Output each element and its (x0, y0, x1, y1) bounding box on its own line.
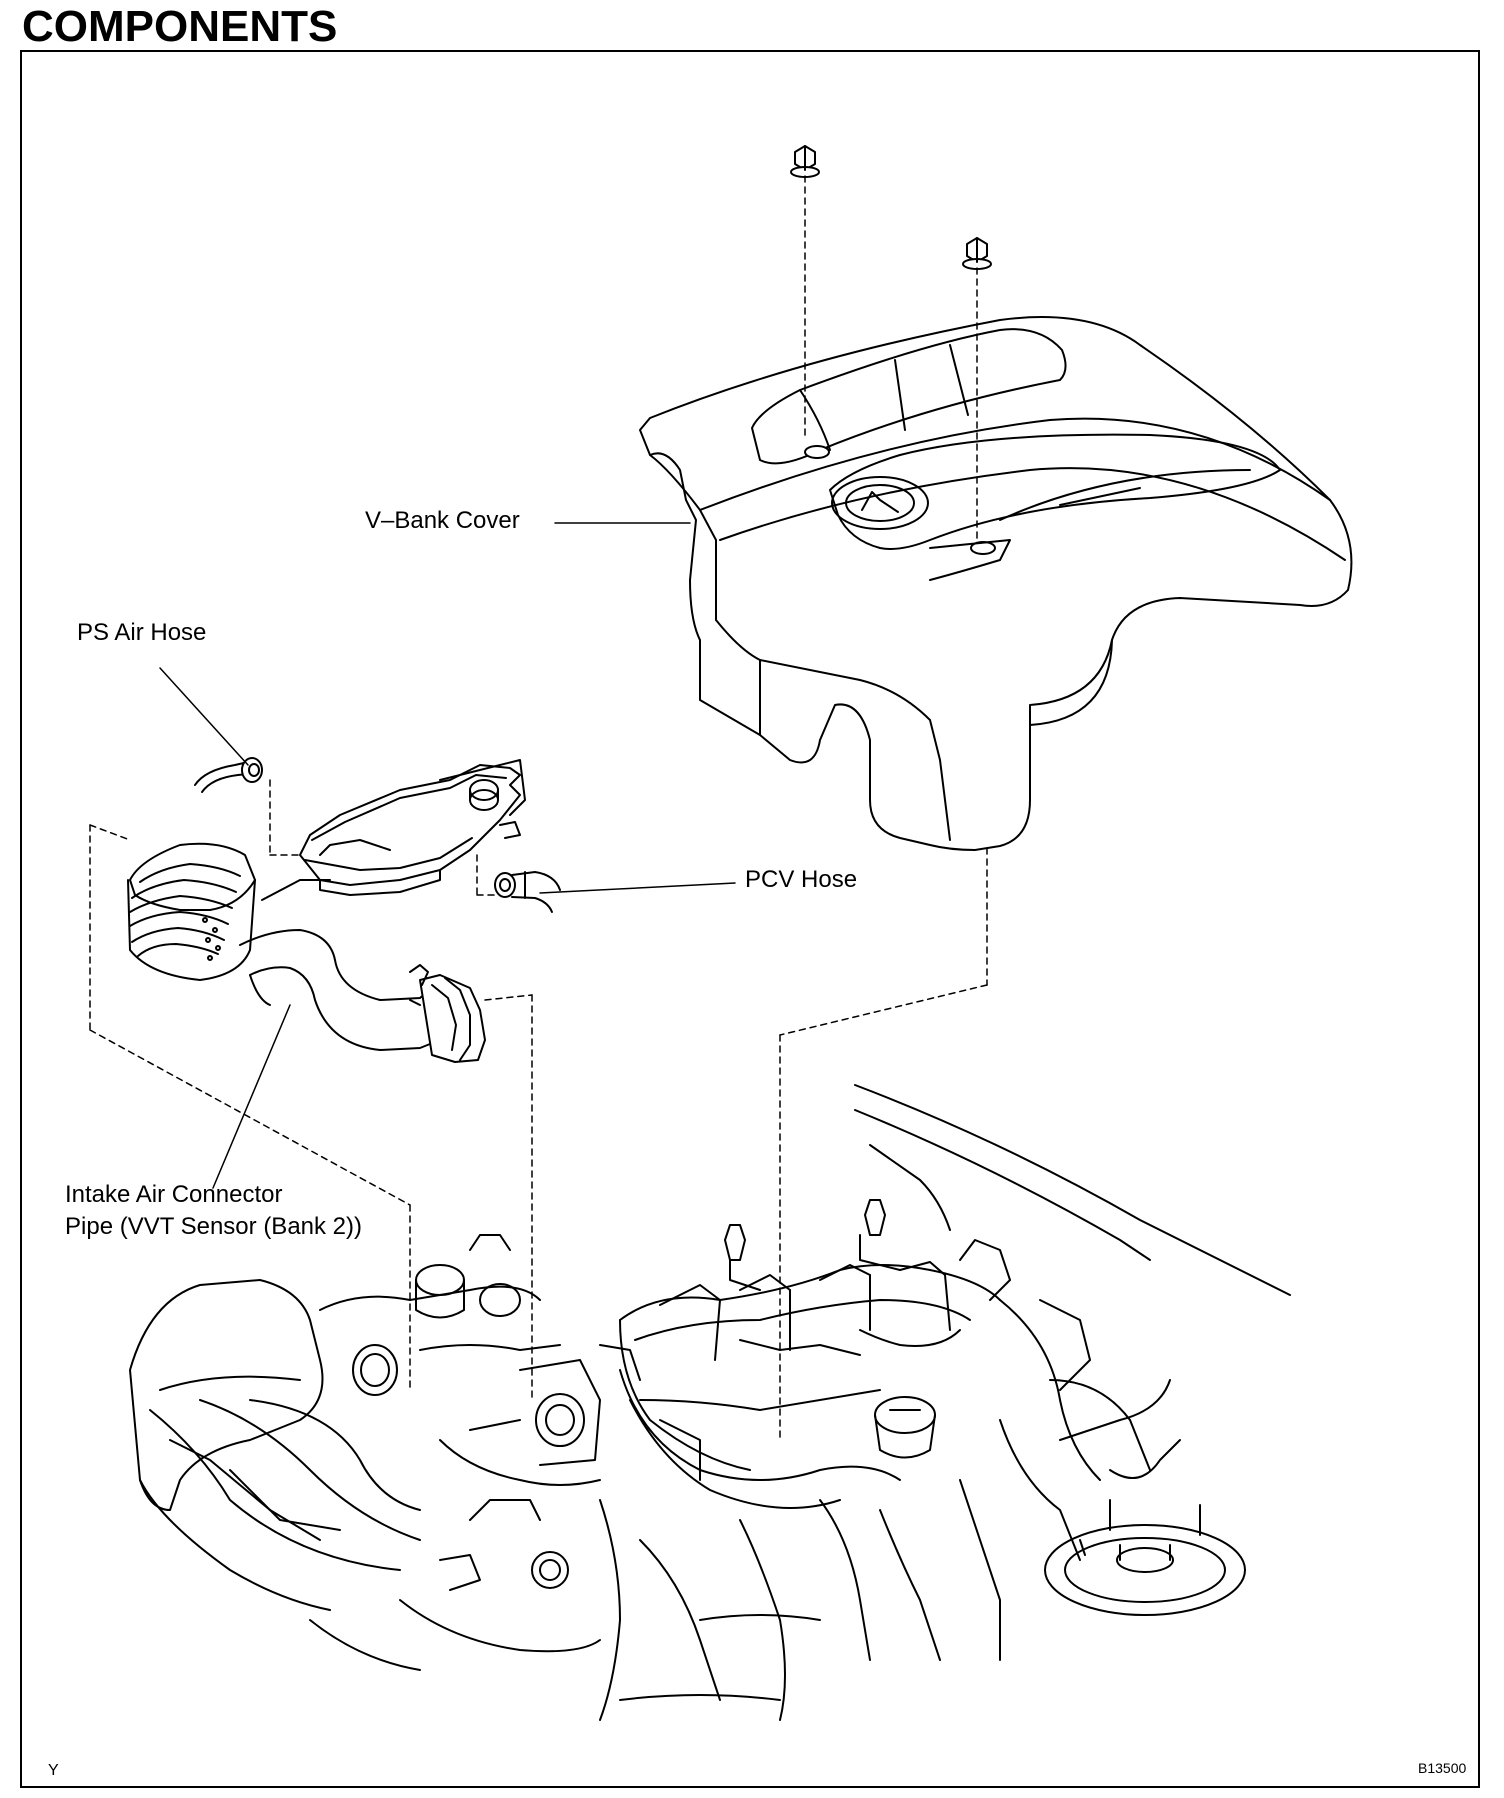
intake-air-connector-label-line2: Pipe (VVT Sensor (Bank 2)) (65, 1213, 363, 1240)
engine-bay (129, 1199, 1246, 1721)
alignment-lines (89, 175, 988, 1441)
bolt-right (962, 237, 992, 270)
leader-lines (159, 522, 736, 1189)
pcv-hose-label: PCV Hose (745, 866, 858, 893)
figure-code: B13500 (1418, 1760, 1467, 1776)
intake-air-connector-label-line1: Intake Air Connector (65, 1181, 283, 1208)
v-bank-cover-label: V–Bank Cover (365, 507, 520, 534)
bolt-left (790, 145, 820, 178)
ps-air-hose-label: PS Air Hose (77, 619, 207, 646)
hood-outline (854, 1084, 1291, 1296)
ps-air-hose (194, 757, 263, 793)
pcv-hose (494, 871, 561, 913)
corner-code: Y (48, 1762, 59, 1779)
v-bank-cover (639, 316, 1353, 851)
diagram-frame (20, 50, 1480, 1788)
intake-air-connector-pipe (127, 842, 486, 1063)
air-box (299, 759, 526, 896)
page-title: COMPONENTS (22, 2, 338, 51)
